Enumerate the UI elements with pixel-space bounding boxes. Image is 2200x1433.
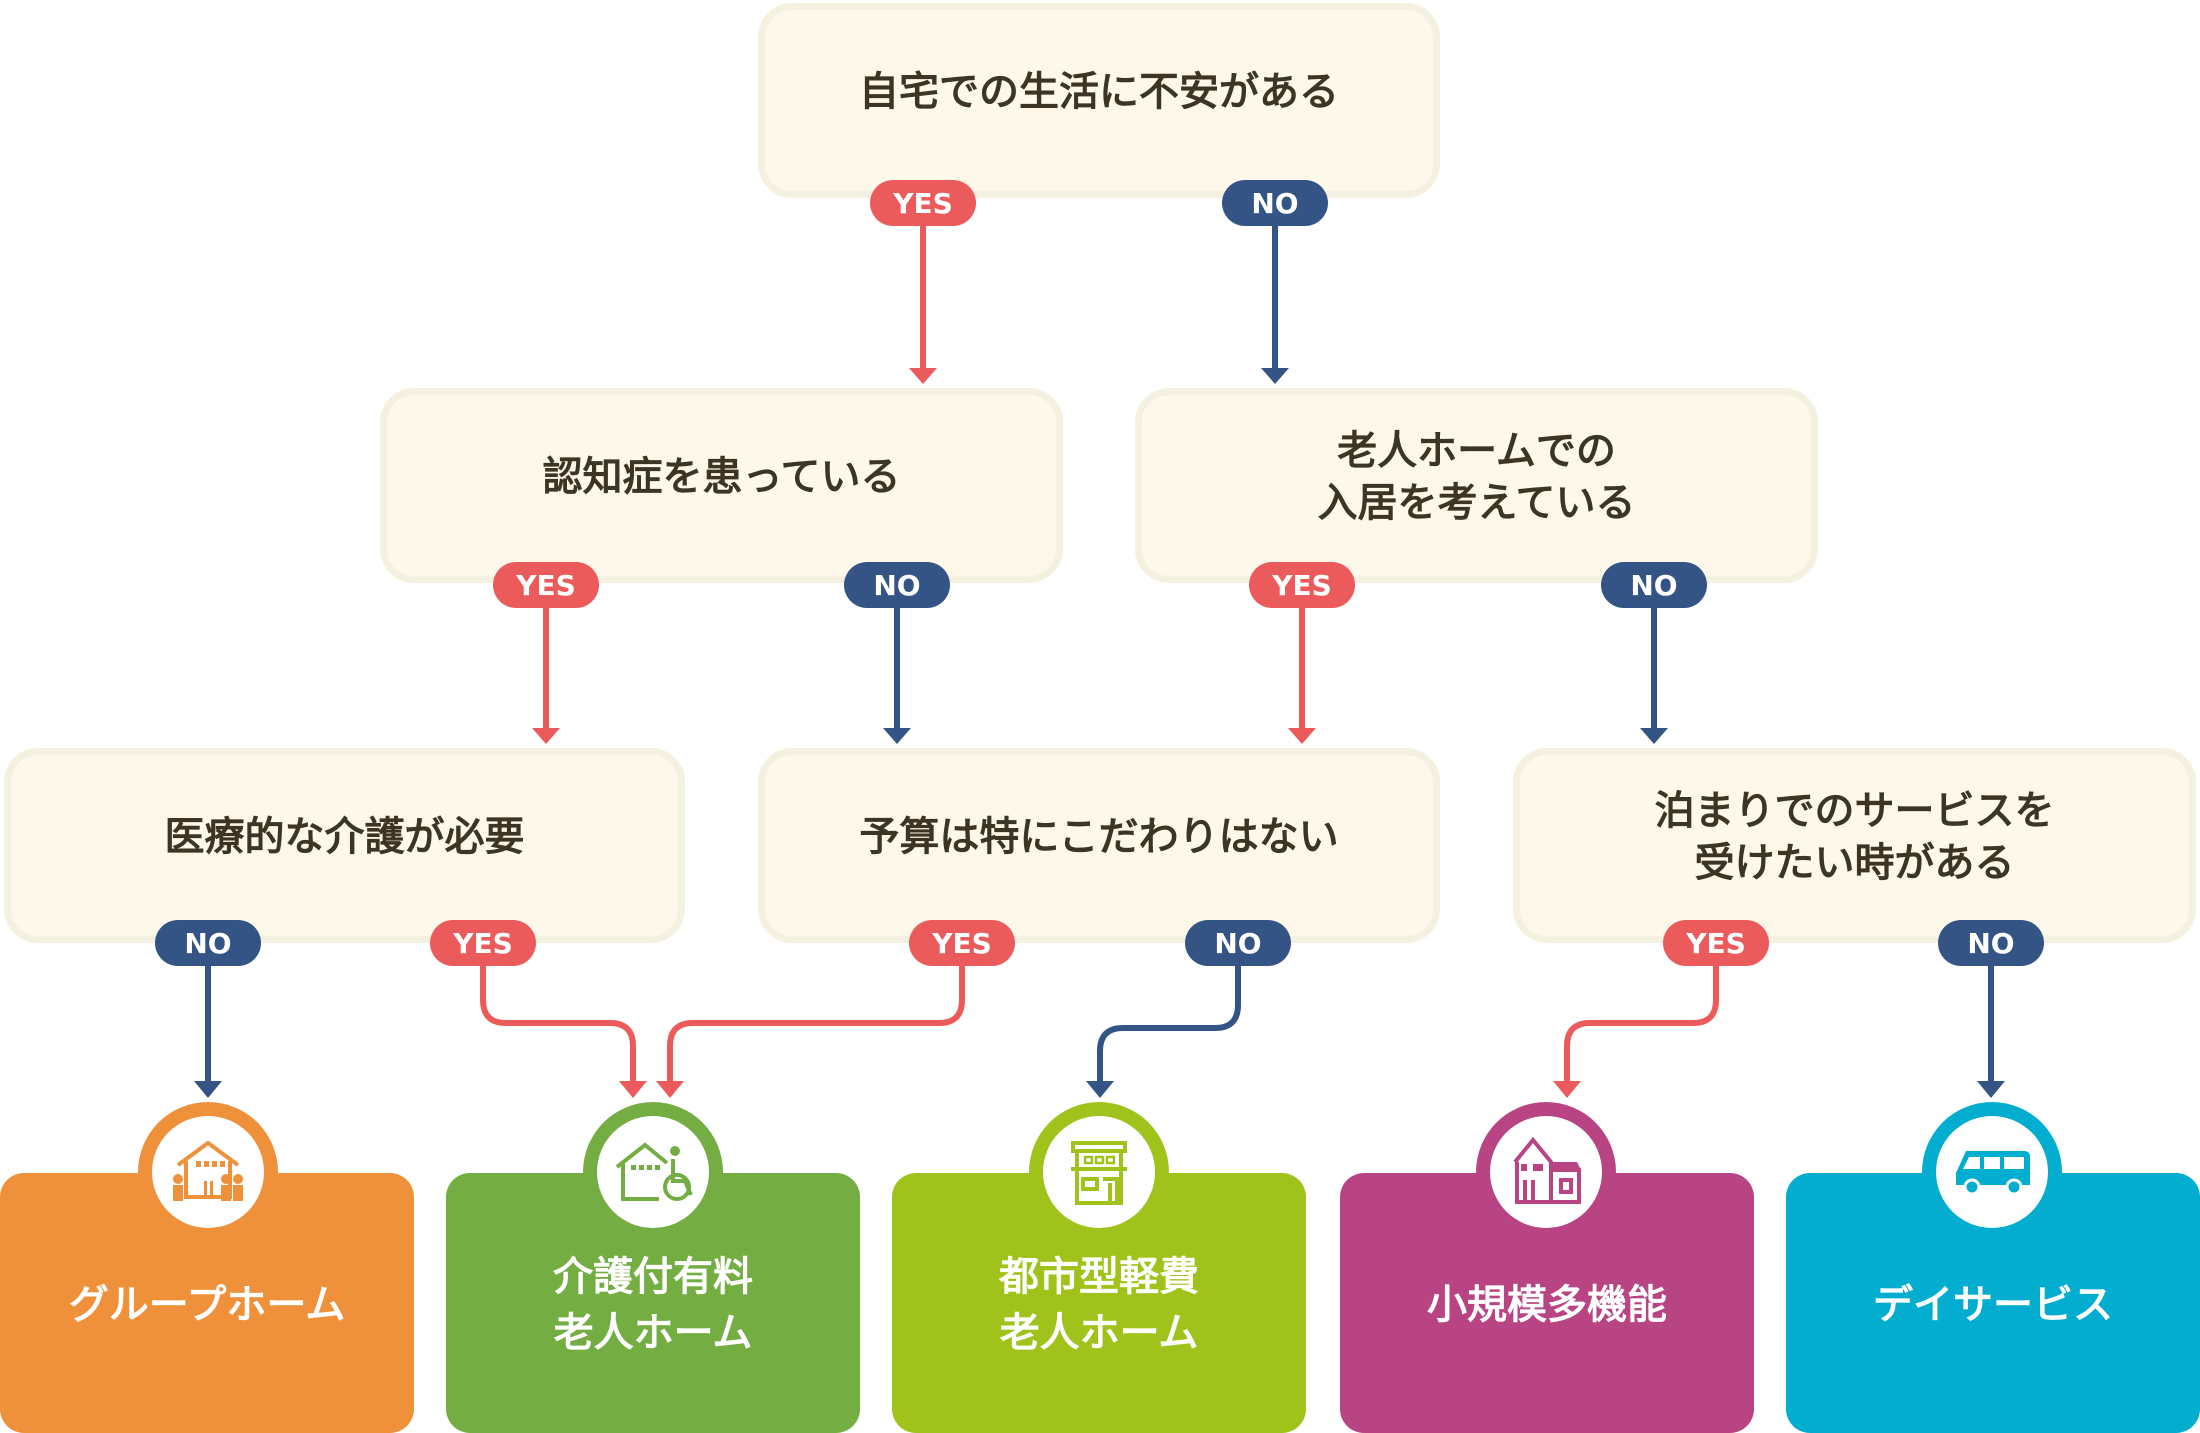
question-text: 予算は特にこだわりはない	[859, 813, 1339, 860]
no-badge: NO	[1222, 180, 1328, 226]
result-label-line1: 都市型軽費	[999, 1254, 1199, 1300]
question-overnight-service: 泊まりでのサービスを 受けたい時がある	[1513, 748, 2196, 943]
arrowhead	[1553, 1081, 1581, 1098]
no-badge: NO	[155, 920, 261, 966]
result-icon-ring	[583, 1102, 723, 1242]
question-text-line2: 入居を考えている	[1317, 479, 1636, 526]
group-home-icon	[173, 1140, 243, 1201]
arrowhead	[194, 1081, 222, 1098]
arrowhead	[1086, 1081, 1114, 1098]
connector-q6-yes	[1564, 962, 1719, 1083]
connector-q5-no	[1097, 962, 1241, 1083]
no-badge: NO	[844, 562, 950, 608]
question-home-anxiety: 自宅での生活に不安がある	[758, 3, 1440, 198]
question-dementia: 認知症を患っている	[380, 388, 1063, 583]
arrowhead	[1261, 368, 1289, 384]
result-label-line2: 老人ホーム	[553, 1310, 753, 1356]
result-icon-ring	[1922, 1102, 2062, 1242]
yes-badge: YES	[909, 920, 1015, 966]
van-icon	[1956, 1151, 2030, 1196]
result-label: 小規模多機能	[1427, 1282, 1667, 1328]
result-icon-ring	[1029, 1102, 1169, 1242]
question-medical-care: 医療的な介護が必要	[4, 748, 685, 943]
yes-badge: YES	[870, 180, 976, 226]
question-text: 自宅での生活に不安がある	[859, 68, 1339, 115]
question-text-line1: 泊まりでのサービスを	[1654, 787, 2055, 834]
house-icon	[1513, 1136, 1581, 1204]
yes-badge: YES	[1249, 562, 1355, 608]
result-label: グループホーム	[68, 1282, 346, 1328]
yes-badge: YES	[430, 920, 536, 966]
arrowhead	[619, 1081, 647, 1098]
result-label: デイサービス	[1873, 1282, 2113, 1328]
question-budget: 予算は特にこだわりはない	[758, 748, 1440, 943]
wheelchair-house-icon	[615, 1142, 693, 1201]
question-text: 認知症を患っている	[542, 453, 901, 500]
arrowhead	[1288, 728, 1316, 744]
connector-q5-yes	[667, 962, 965, 1083]
building-icon	[1071, 1141, 1127, 1205]
connector-q4-yes	[480, 962, 636, 1083]
question-nursing-home: 老人ホームでの 入居を考えている	[1135, 388, 1818, 583]
result-label-line2: 老人ホーム	[999, 1310, 1199, 1356]
yes-badge: YES	[493, 562, 599, 608]
arrowhead	[532, 728, 560, 744]
no-badge: NO	[1601, 562, 1707, 608]
no-badge: NO	[1185, 920, 1291, 966]
question-text-line1: 老人ホームでの	[1337, 427, 1616, 474]
yes-badge: YES	[1663, 920, 1769, 966]
arrowhead	[1977, 1081, 2005, 1098]
result-icon-ring	[138, 1102, 278, 1242]
arrowhead	[656, 1081, 684, 1098]
arrowhead	[1640, 728, 1668, 744]
no-badge: NO	[1938, 920, 2044, 966]
question-text-line2: 受けたい時がある	[1694, 839, 2015, 886]
question-text: 医療的な介護が必要	[164, 813, 525, 860]
arrowhead	[883, 728, 911, 744]
result-label-line1: 介護付有料	[553, 1254, 753, 1300]
arrowhead	[909, 368, 937, 384]
result-icon-ring	[1476, 1102, 1616, 1242]
